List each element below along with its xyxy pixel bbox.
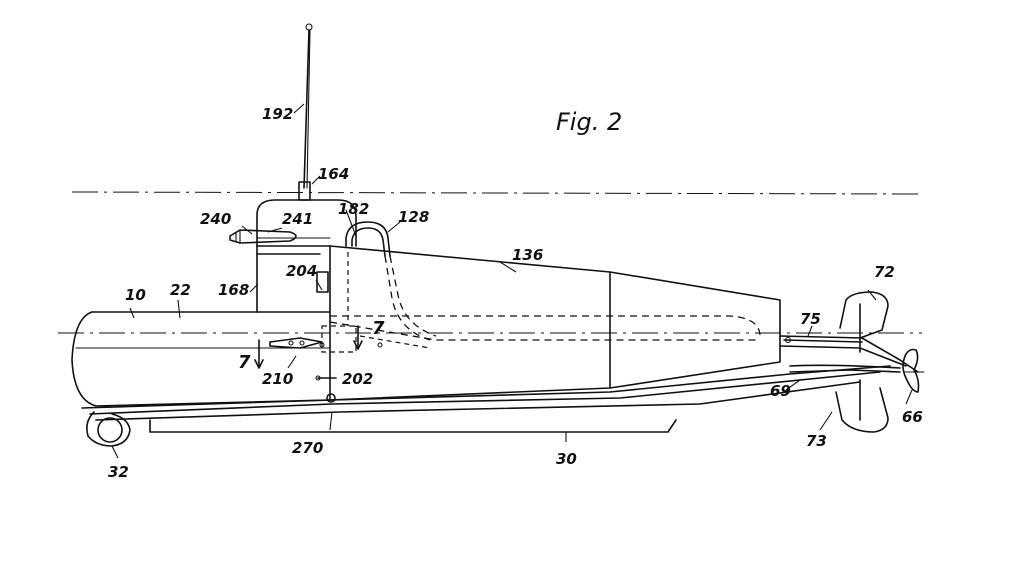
hatch-7 [269,325,431,353]
label-202: 202 [342,370,373,388]
label-128: 128 [398,208,429,226]
fitting-240 [229,229,297,244]
label-164: 164 [318,165,349,183]
label-136: 136 [512,246,543,264]
figure-title: Fig. 2 [556,108,622,136]
label-240: 240 [200,210,231,228]
rod-75 [783,336,863,344]
snorkel-128 [345,221,437,341]
label-66: 66 [902,408,923,426]
label-241: 241 [282,210,313,228]
label-75: 75 [800,310,821,328]
label-204: 204 [286,262,317,280]
label-7-left: 7 [238,352,251,373]
antenna-192 [298,23,313,201]
keel-30 [81,365,891,433]
label-22: 22 [170,281,191,299]
label-168: 168 [218,281,249,299]
label-72: 72 [874,263,895,281]
label-210: 210 [262,370,293,388]
leader-lines [111,103,913,459]
label-30: 30 [556,450,577,468]
section-arrow-left [254,339,264,369]
waterline-upper [71,191,919,195]
label-69: 69 [770,382,791,400]
part-202 [315,375,337,381]
label-270: 270 [292,439,323,457]
conning-tower [256,199,357,313]
tail-assembly [779,291,925,433]
label-10: 10 [125,286,146,304]
wheel-32 [86,411,131,447]
label-192: 192 [262,105,293,123]
rear-body-136 [329,245,781,401]
label-32: 32 [108,463,129,481]
label-182: 182 [338,200,369,218]
label-7-right: 7 [372,318,385,339]
label-73: 73 [806,432,827,450]
section-arrow-right [353,325,363,350]
